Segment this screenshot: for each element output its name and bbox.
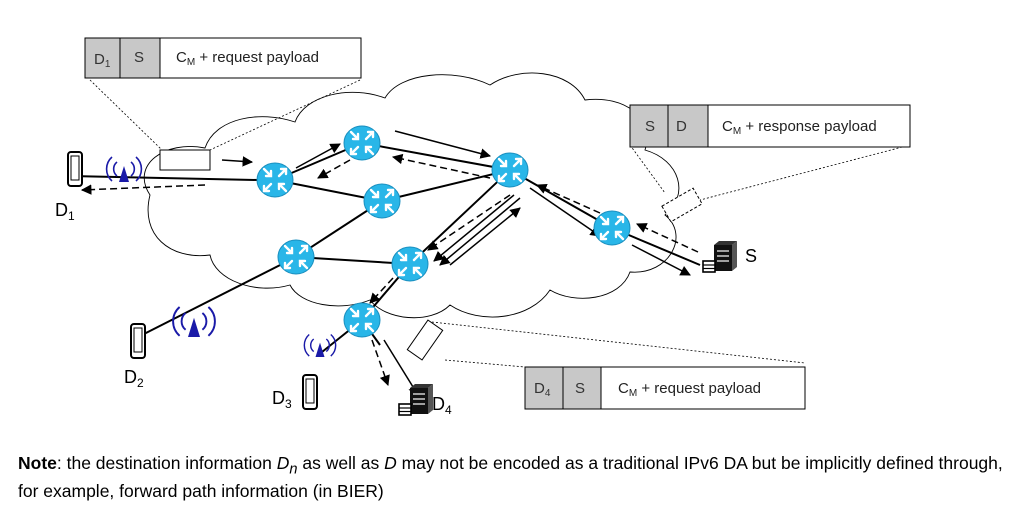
header-d-cell: D4 [534,380,551,399]
note-text: Note: the destination information Dn as … [18,453,1003,501]
router-icon [342,124,382,162]
dn-symbol: Dn [276,453,298,478]
packet-header-right: S D CM + response payload [629,104,911,148]
phone-icon [302,374,318,410]
d-symbol: D [384,453,397,473]
packet-in-transit [406,319,444,361]
router-icon [362,182,402,220]
header-payload: CM + request payload [176,49,319,68]
header-payload: CM + response payload [722,118,877,137]
node-label-d3: D3 [272,388,292,411]
header-d-cell: D [676,118,687,135]
router-icon [255,161,295,199]
header-payload: CM + request payload [618,380,761,399]
header-d-cell: D1 [94,51,111,70]
router-icon [592,209,632,247]
router-icon [490,151,530,189]
node-label-d1: D1 [55,200,75,223]
header-s-cell: S [645,118,655,135]
node-label-server: S [745,246,757,266]
node-label-d2: D2 [124,367,144,390]
packet-in-transit [159,149,211,171]
header-s-cell: S [575,380,585,397]
router-icon [390,245,430,283]
note-label: Note [18,453,57,473]
antenna-tower-icon [172,306,216,338]
server-icon [398,383,434,416]
packet-header-bottom: D4 S CM + request payload [524,366,806,410]
phone-icon [130,323,146,359]
header-s-cell: S [134,49,144,66]
network-diagram: D1 D2 D3 D4 S D1 S CM + request payload … [55,37,911,417]
phone-icon [67,151,83,187]
packet-header-top: D1 S CM + request payload [84,37,362,79]
node-label-d4: D4 [432,394,452,417]
server-icon [702,240,738,273]
router-icon [276,238,316,276]
router-icon [342,301,382,339]
